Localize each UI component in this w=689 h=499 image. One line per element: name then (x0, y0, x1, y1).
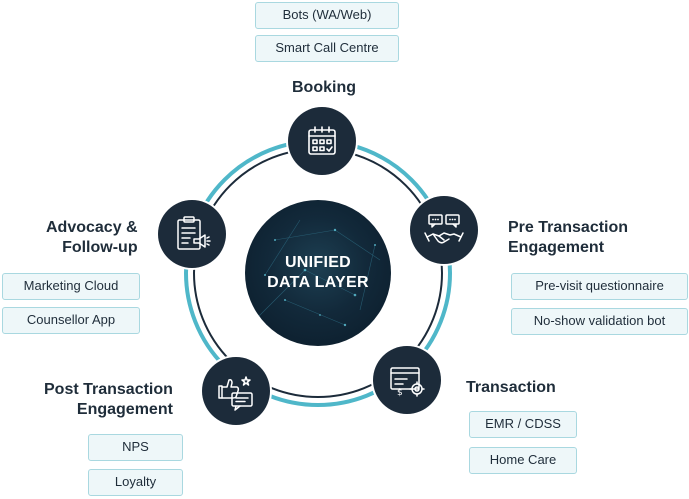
pre-transaction-item-questionnaire[interactable]: Pre-visit questionnaire (511, 273, 688, 300)
center-title: UNIFIED DATA LAYER (245, 253, 391, 293)
pre-transaction-heading: Pre Transaction Engagement (508, 218, 628, 258)
post-transaction-heading-line-1: Post Transaction (44, 381, 173, 398)
post-transaction-heading-line-2: Engagement (76, 401, 173, 418)
advocacy-item-counsellor-app[interactable]: Counsellor App (2, 307, 140, 334)
pre-transaction-item-no-show-bot[interactable]: No-show validation bot (511, 308, 688, 335)
clipboard-megaphone-icon (177, 216, 211, 250)
post-transaction-heading: Post Transaction Engagement (44, 380, 173, 420)
unified-data-layer-core: UNIFIED DATA LAYER (245, 200, 391, 346)
advocacy-heading-line-1: Advocacy & (46, 219, 138, 236)
transaction-item-home-care[interactable]: Home Care (469, 447, 577, 474)
pre-transaction-heading-line-2: Engagement (508, 239, 605, 256)
data-texture-graphic (254, 219, 381, 327)
booking-node[interactable] (288, 107, 356, 175)
post-transaction-item-loyalty[interactable]: Loyalty (88, 469, 183, 496)
pre-transaction-heading-line-1: Pre Transaction (508, 219, 629, 236)
post-transaction-node[interactable] (202, 357, 270, 425)
transaction-item-emr-cdss[interactable]: EMR / CDSS (469, 411, 577, 438)
pre-transaction-node[interactable] (410, 196, 478, 264)
advocacy-item-marketing-cloud[interactable]: Marketing Cloud (2, 273, 140, 300)
advocacy-node[interactable] (158, 200, 226, 268)
calendar-icon (308, 126, 336, 155)
advocacy-heading-line-2: Follow-up (62, 239, 138, 256)
advocacy-heading: Advocacy & Follow-up (46, 218, 138, 258)
transaction-heading: Transaction (466, 379, 556, 396)
booking-item-bots[interactable]: Bots (WA/Web) (255, 2, 399, 29)
svg-text:$: $ (397, 388, 403, 398)
post-transaction-item-nps[interactable]: NPS (88, 434, 183, 461)
transaction-node[interactable]: $ (373, 346, 441, 414)
center-title-line-2: DATA LAYER (267, 274, 369, 291)
center-title-line-1: UNIFIED (284, 254, 352, 271)
payment-settings-icon: $ (390, 367, 425, 398)
thumbs-up-chat-icon (218, 376, 253, 411)
booking-item-smart-call-centre[interactable]: Smart Call Centre (255, 35, 399, 62)
booking-heading: Booking (292, 79, 356, 96)
handshake-icon (424, 214, 464, 244)
